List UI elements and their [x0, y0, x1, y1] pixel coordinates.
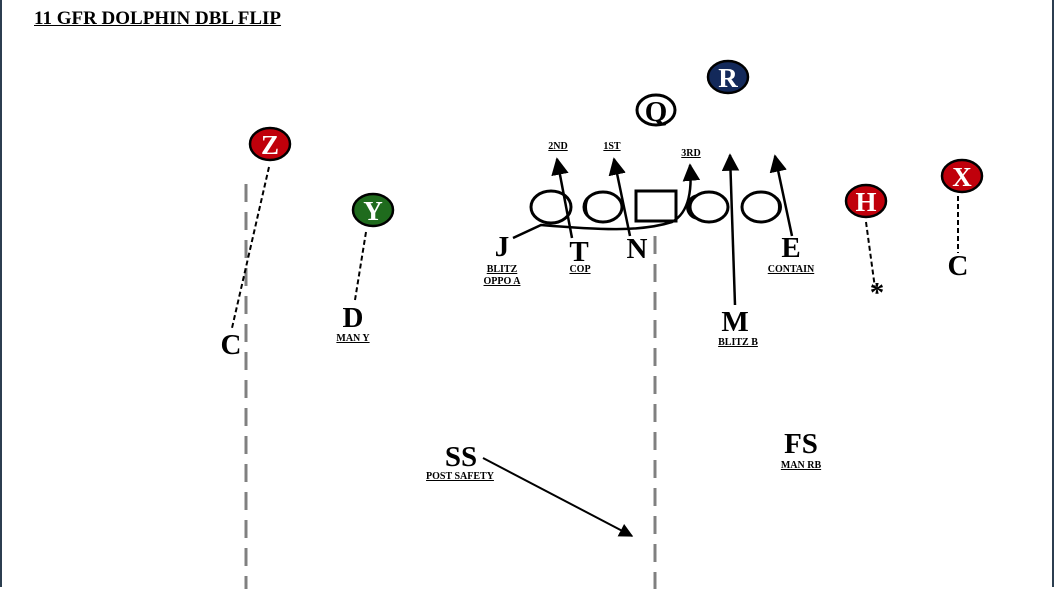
- coverage-line-h-star: [865, 221, 876, 289]
- defender-d-note: MAN Y: [336, 333, 370, 344]
- defender-e-note: CONTAIN: [768, 264, 815, 275]
- route-e-contain: [769, 154, 794, 237]
- defender-c-left: C: [221, 329, 242, 361]
- read-first-label: 1ST: [603, 141, 621, 152]
- player-Y: Y: [351, 192, 395, 228]
- defender-n: N: [627, 233, 648, 265]
- defender-c-right: C: [948, 250, 969, 282]
- defender-e: E: [781, 232, 800, 264]
- defender-j-note-2: OPPO A: [484, 276, 522, 287]
- defender-j: J: [495, 231, 510, 263]
- play-title: 11 GFR DOLPHIN DBL FLIP: [34, 8, 282, 29]
- right-guard: [688, 190, 730, 224]
- player-Y-label: Y: [363, 196, 383, 226]
- player-Q-label: Q: [645, 96, 668, 128]
- route-n-rush: [608, 157, 632, 237]
- player-H-label: H: [855, 187, 876, 217]
- right-tackle-shade: [769, 194, 782, 220]
- defender-j-note-1: BLITZ: [487, 264, 518, 275]
- defender-m-note: BLITZ B: [718, 337, 758, 348]
- defender-fs: FS: [784, 428, 818, 460]
- defender-d: D: [343, 302, 364, 334]
- defender-ss-note: POST SAFETY: [426, 471, 495, 482]
- defender-fs-note: MAN RB: [781, 460, 822, 471]
- player-Q: Q: [635, 93, 677, 128]
- coverage-line-c-z: [231, 166, 270, 329]
- left-tackle: [529, 189, 573, 225]
- player-R: R: [706, 59, 750, 95]
- defender-ss: SS: [445, 441, 477, 473]
- center: [634, 189, 678, 223]
- right-guard-shade: [686, 194, 699, 220]
- read-third-label: 3RD: [681, 148, 700, 159]
- player-X: X: [940, 158, 984, 194]
- left-guard-shade: [583, 194, 596, 220]
- route-ss-post: [482, 457, 634, 537]
- defender-t-note: COP: [569, 264, 590, 275]
- player-R-label: R: [718, 63, 738, 93]
- player-Z: Z: [248, 126, 292, 162]
- player-X-label: X: [952, 162, 972, 192]
- read-second-label: 2ND: [548, 141, 567, 152]
- player-H: H: [844, 183, 888, 219]
- defender-m: M: [721, 306, 748, 338]
- route-m-blitz: [721, 153, 740, 306]
- route-t-rush: [551, 157, 574, 239]
- defender-star: *: [870, 277, 885, 309]
- defender-t: T: [569, 236, 588, 268]
- route-j-blitz: [512, 163, 701, 240]
- coverage-line-d-y: [354, 231, 367, 301]
- player-Z-label: Z: [261, 130, 279, 160]
